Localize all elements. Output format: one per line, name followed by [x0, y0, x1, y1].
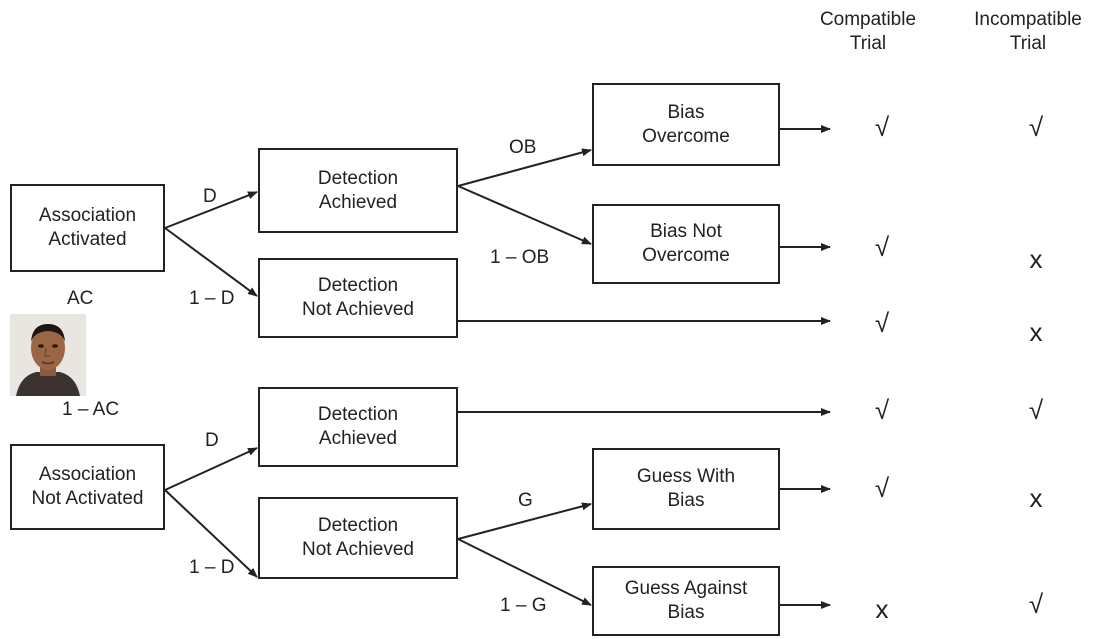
label-1-minus-g: 1 – G [500, 595, 547, 616]
detection-achieved-box-bottom: Detection Achieved [258, 387, 458, 467]
branch-d-top [164, 191, 258, 229]
label-1-minus-ob: 1 – OB [490, 247, 550, 268]
header-incompatible-trial: Incompatible Trial [974, 9, 1082, 54]
guess-with-bias-box: Guess With Bias [592, 448, 780, 530]
branch-1-g [457, 538, 592, 606]
bias-overcome-box: Bias Overcome [592, 83, 780, 166]
outcome-5-compatible: √ [874, 473, 890, 503]
label-1-minus-d-bottom: 1 – D [189, 557, 235, 578]
outcome-2-compatible: √ [874, 232, 890, 262]
label-ac: AC [67, 288, 94, 309]
branch-1-d-top [164, 227, 258, 297]
detection-not-achieved-box-bottom: Detection Not Achieved [258, 497, 458, 579]
branch-d-bottom [164, 447, 258, 491]
branch-ob [457, 148, 592, 187]
outcome-1-compatible: √ [874, 112, 890, 142]
face-photo [10, 314, 86, 396]
label-ob: OB [509, 137, 537, 158]
branch-1-ob [457, 185, 592, 245]
outcome-4-incompatible: √ [1028, 395, 1044, 425]
branch-g [457, 502, 592, 540]
branch-1-d-bottom [164, 489, 258, 578]
outcome-2-incompatible: x [1029, 244, 1043, 274]
outcome-6-compatible: x [875, 594, 889, 624]
outcome-1-incompatible: √ [1028, 112, 1044, 142]
outcome-4-compatible: √ [874, 395, 890, 425]
outcome-6-incompatible: √ [1028, 589, 1044, 619]
label-1-minus-d-top: 1 – D [189, 288, 235, 309]
detection-not-achieved-box-top: Detection Not Achieved [258, 258, 458, 338]
outcome-3-compatible: √ [874, 308, 890, 338]
guess-against-bias-box: Guess Against Bias [592, 566, 780, 636]
label-g: G [518, 490, 533, 511]
bias-not-overcome-box: Bias Not Overcome [592, 204, 780, 284]
association-activated-box: Association Activated [10, 184, 165, 272]
label-1-minus-ac: 1 – AC [62, 399, 120, 420]
header-compatible-trial: Compatible Trial [819, 9, 917, 54]
outcome-3-incompatible: x [1029, 317, 1043, 347]
label-d-bottom: D [205, 430, 219, 451]
association-not-activated-box: Association Not Activated [10, 444, 165, 530]
detection-achieved-box-top: Detection Achieved [258, 148, 458, 233]
label-d-top: D [203, 186, 217, 207]
outcome-5-incompatible: x [1029, 483, 1043, 513]
